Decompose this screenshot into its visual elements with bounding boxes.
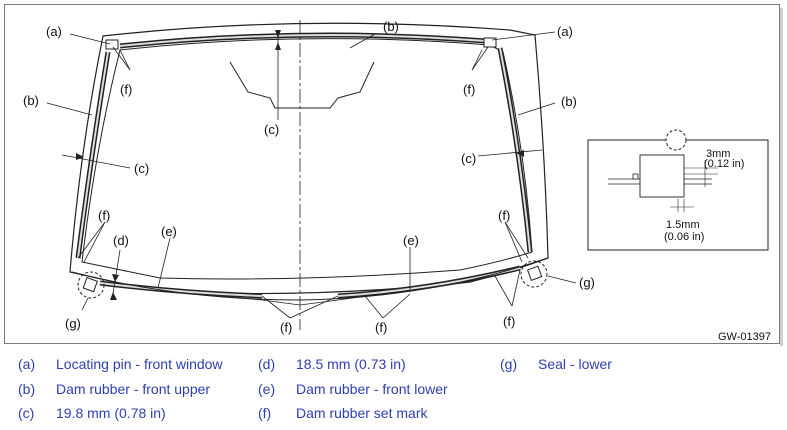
callout-f-mid-left: (f) bbox=[98, 208, 110, 223]
callout-b-right: (b) bbox=[561, 94, 577, 109]
legend-item-d: (d)18.5 mm (0.73 in) bbox=[258, 356, 406, 372]
detail-inset: 3mm (0.12 in) 1.5mm (0.06 in) bbox=[587, 129, 769, 251]
callout-g-right: (g) bbox=[579, 275, 595, 290]
inset-dim-top-in: (0.12 in) bbox=[704, 158, 744, 170]
callout-c-right: (c) bbox=[461, 151, 476, 166]
windshield-inner bbox=[81, 38, 533, 280]
inset-dim-bottom: 1.5mm bbox=[666, 219, 700, 231]
windshield-diagram: (a) (a) (b) (b) (b) (f) (f) (c) (c) (c) … bbox=[23, 19, 771, 343]
leader-lines bbox=[46, 31, 577, 319]
legend-item-c: (c)19.8 mm (0.78 in) bbox=[18, 405, 166, 421]
seal-lower-right bbox=[526, 265, 543, 281]
inset-dim-top: 3mm bbox=[706, 148, 730, 160]
mirror-mount bbox=[229, 61, 375, 109]
legend-item-f: (f)Dam rubber set mark bbox=[258, 405, 428, 421]
legend-item-a: (a)Locating pin - front window bbox=[18, 356, 223, 372]
figure-code: GW-01397 bbox=[718, 331, 771, 343]
callout-f-bottom-center: (f) bbox=[280, 320, 292, 335]
callout-a-left: (a) bbox=[46, 24, 62, 39]
legend-item-e: (e)Dam rubber - front lower bbox=[258, 381, 448, 397]
callout-b-left: (b) bbox=[23, 93, 39, 108]
callout-e-left: (e) bbox=[161, 224, 177, 239]
callout-f-bottom-right: (f) bbox=[503, 314, 515, 329]
callout-f-top-right: (f) bbox=[463, 82, 475, 97]
seal-lower-left-circle bbox=[77, 271, 105, 299]
seal-lower-left bbox=[82, 276, 98, 293]
callout-b-top: (b) bbox=[383, 19, 399, 34]
callout-a-right: (a) bbox=[557, 24, 573, 39]
legend-item-g: (g)Seal - lower bbox=[500, 356, 612, 372]
callout-f-bottom-mid: (f) bbox=[375, 320, 387, 335]
callout-c-top: (c) bbox=[264, 122, 279, 137]
seal-lower-right-circle bbox=[520, 260, 548, 288]
callout-g-left: (g) bbox=[65, 316, 81, 331]
locating-pin-right bbox=[483, 37, 497, 48]
callout-f-top-left: (f) bbox=[120, 82, 132, 97]
callout-d: (d) bbox=[113, 233, 129, 248]
callout-f-mid-right: (f) bbox=[498, 208, 510, 223]
legend-item-b: (b)Dam rubber - front upper bbox=[18, 381, 211, 397]
inset-dim-bottom-in: (0.06 in) bbox=[664, 231, 704, 243]
callout-c-left: (c) bbox=[134, 161, 149, 176]
callout-e-right: (e) bbox=[403, 233, 419, 248]
legend: (a)Locating pin - front window (b)Dam ru… bbox=[0, 352, 787, 430]
locating-pin-left bbox=[105, 39, 119, 50]
